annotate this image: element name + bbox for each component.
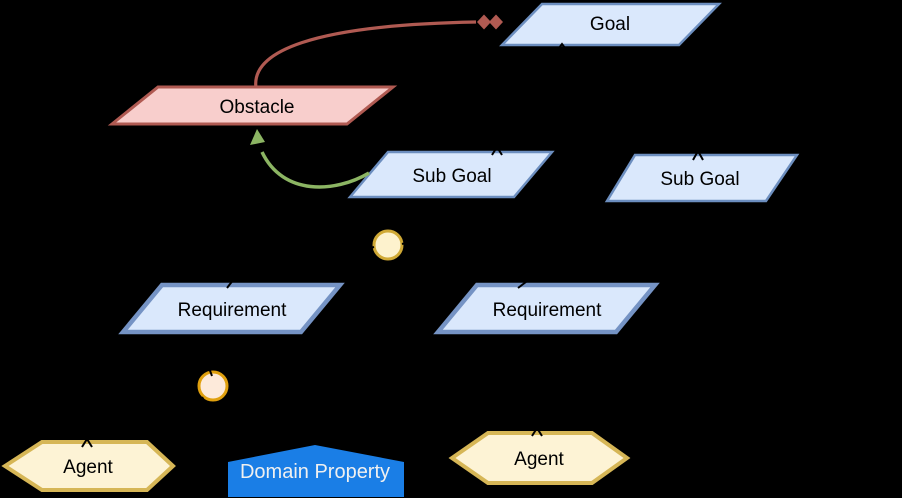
requirement-left-shape <box>118 282 345 335</box>
domain-property-node[interactable]: Domain Property <box>228 445 404 497</box>
agent-left-shape <box>1 440 176 492</box>
double-diamond-arrowhead <box>489 14 503 30</box>
goal-node[interactable]: Goal <box>499 2 722 47</box>
goal-label: Goal <box>590 14 630 35</box>
goal-shape <box>499 2 722 47</box>
obstacle-node[interactable]: Obstacle <box>107 85 398 126</box>
domain-property-label: Domain Property <box>240 461 390 483</box>
and-refinement-circle-bottom[interactable] <box>197 370 229 402</box>
subgoal-left-node[interactable]: Sub Goal <box>347 150 555 199</box>
subgoal-left-top-arrow-tick <box>491 145 503 156</box>
resolution-edge[interactable] <box>250 129 370 189</box>
refinement-circle-bottom-shape <box>197 370 229 402</box>
agent-right-shape <box>448 431 631 485</box>
subgoal-right-node[interactable]: Sub Goal <box>604 153 800 203</box>
requirement-left-node[interactable]: Requirement <box>118 282 345 335</box>
domain-property-shape <box>228 445 404 497</box>
subgoal-right-top-arrow-tick <box>692 148 704 161</box>
agent-right-top-arrow-tick <box>531 426 543 437</box>
resolution-edge-path <box>260 151 370 189</box>
triangle-arrowhead <box>250 129 265 145</box>
requirement-right-label: Requirement <box>493 300 602 321</box>
agent-left-label: Agent <box>63 457 113 478</box>
requirement-right-top-tick <box>517 268 544 289</box>
agent-right-label: Agent <box>514 449 564 470</box>
requirement-right-shape <box>433 282 660 335</box>
subgoal-left-shape <box>347 150 555 199</box>
and-refinement-circle-top[interactable] <box>372 229 404 261</box>
subgoal-right-shape <box>604 153 800 203</box>
circle-bottom-bottom-tick <box>201 396 208 406</box>
obstacle-label: Obstacle <box>220 97 295 118</box>
obstruction-edge[interactable] <box>254 14 503 89</box>
subgoal-right-label: Sub Goal <box>660 169 739 190</box>
circle-top-right-tick <box>401 240 414 245</box>
goal-bottom-arrow-tick <box>555 42 569 53</box>
hidden-connectors <box>94 45 699 448</box>
requirement-left-label: Requirement <box>178 300 287 321</box>
refinement-circle-top-shape <box>372 229 404 261</box>
subgoal-left-label: Sub Goal <box>412 166 491 187</box>
agent-left-node[interactable]: Agent <box>1 440 176 492</box>
requirement-left-top-tick <box>226 270 241 289</box>
connector-ticks <box>81 42 704 448</box>
obstacle-shape <box>107 85 398 126</box>
agent-left-top-arrow-tick <box>81 437 93 448</box>
agent-right-node[interactable]: Agent <box>448 431 631 485</box>
double-diamond-arrowhead <box>477 14 491 30</box>
circle-bottom-top-tick <box>208 367 213 377</box>
obstruction-edge-path <box>254 20 477 89</box>
requirement-right-node[interactable]: Requirement <box>433 282 660 335</box>
circle-top-left-tick <box>362 246 375 251</box>
